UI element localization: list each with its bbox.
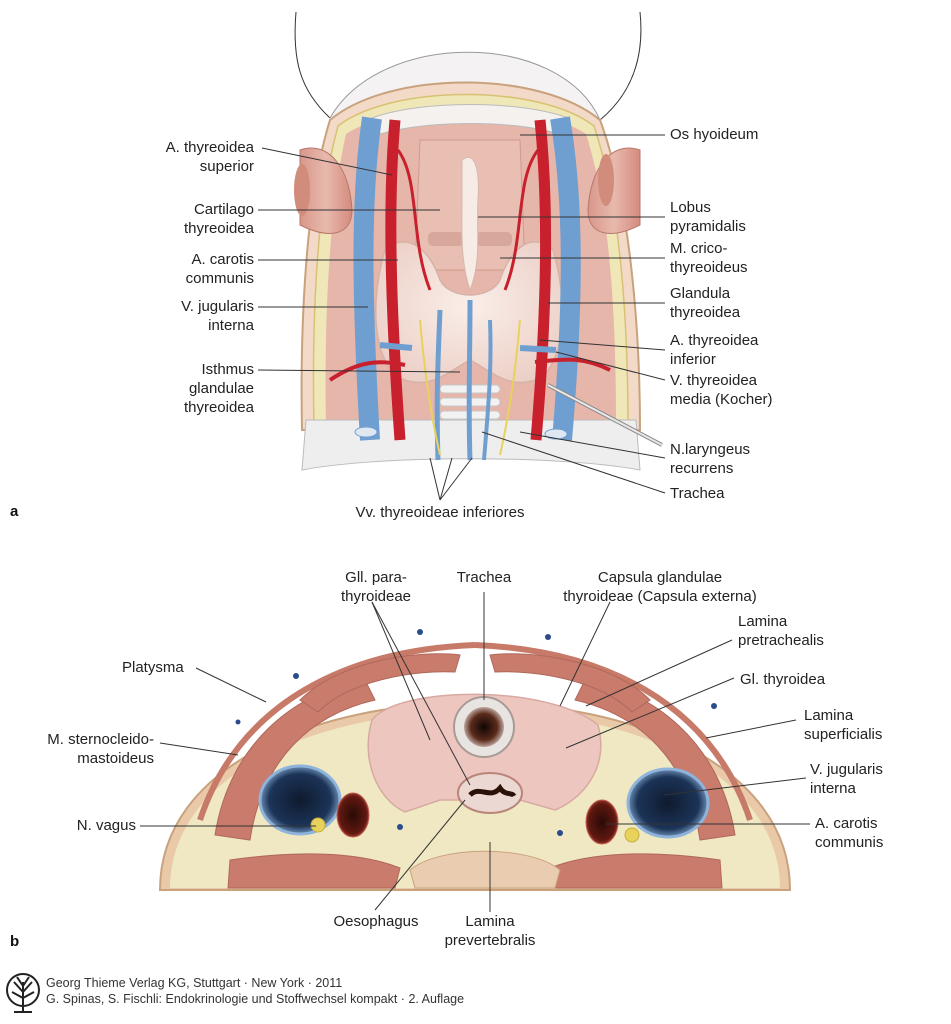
panel-a-labels-left: A. thyreoidea superior Cartilago thyreoide… xyxy=(166,139,255,416)
panel-a-letter: a xyxy=(10,503,19,520)
panel-b-letter: b xyxy=(10,933,19,950)
label-n-vagus: N. vagus xyxy=(77,817,136,834)
label-m-sternocleidomastoideus-1: M. sternocleido- xyxy=(47,731,154,748)
label-m-sternocleidomastoideus-2: mastoideus xyxy=(77,750,154,767)
label-cartilago-thyreoidea-2: thyreoidea xyxy=(184,220,255,237)
panel-b-labels-right: Lamina pretrachealis Gl. thyroidea Lamina… xyxy=(738,613,883,851)
panel-b-labels-left: Platysma M. sternocleido-mastoideus N. v… xyxy=(47,659,184,834)
label-a-thyreoidea-superior-2: superior xyxy=(200,158,254,175)
label-lamina-pretrachealis-2: pretrachealis xyxy=(738,632,824,649)
panel-b-labels-top: Gll. para-thyroideae Trachea Capsula gla… xyxy=(341,569,757,605)
label-n-laryngeus-recurrens-1: N.laryngeus xyxy=(670,441,750,458)
panel-b-labels-bottom: Oesophagus Lamina prevertebralis xyxy=(333,913,535,949)
svg-text:Gll. para-thyroideae: Gll. para-thyroideae xyxy=(341,569,411,605)
label-cartilago-thyreoidea-1: Cartilago xyxy=(194,201,254,218)
label-isthmus-3: thyreoidea xyxy=(184,399,255,416)
label-m-cricothyreoideus-1: M. crico- xyxy=(670,240,728,257)
label-v-thyreoidea-media-2: media (Kocher) xyxy=(670,391,773,408)
thieme-tree-logo xyxy=(6,973,40,1013)
label-lamina-prevertebralis-1: Lamina xyxy=(465,913,515,930)
label-capsula-1: Capsula glandulae xyxy=(598,569,722,586)
label-a-thyreoidea-inferior-2: inferior xyxy=(670,351,716,368)
label-v-jugularis-interna-b-1: V. jugularis xyxy=(810,761,883,778)
label-os-hyoideum: Os hyoideum xyxy=(670,126,758,143)
label-glandula-thyreoidea-1: Glandula xyxy=(670,285,731,302)
svg-text:M. sternocleido-mastoideus: M. sternocleido-mastoideus xyxy=(47,731,154,767)
label-trachea-b: Trachea xyxy=(457,569,512,586)
label-trachea-a: Trachea xyxy=(670,485,725,502)
label-a-carotis-communis-2: communis xyxy=(186,270,254,287)
panel-a-illustration xyxy=(294,11,663,471)
footer-line-2: G. Spinas, S. Fischli: Endokrinologie un… xyxy=(46,992,465,1006)
panel-a-labels-right: Os hyoideum Lobus pyramidalis M. crico-th… xyxy=(670,126,773,502)
label-glandula-thyreoidea-2: thyreoidea xyxy=(670,304,741,321)
label-lamina-pretrachealis-1: Lamina xyxy=(738,613,788,630)
label-lamina-prevertebralis-2: prevertebralis xyxy=(445,932,536,949)
svg-text:M. crico-thyreoideus: M. crico-thyreoideus xyxy=(670,240,748,276)
panel-a-leaders xyxy=(257,134,666,501)
label-a-carotis-communis-1: A. carotis xyxy=(191,251,254,268)
label-v-jugularis-interna-b-2: interna xyxy=(810,780,857,797)
label-lobus-pyramidalis-1: Lobus xyxy=(670,199,711,216)
label-gll-parathyroideae-2: thyroideae xyxy=(341,588,411,605)
label-a-thyreoidea-inferior-1: A. thyreoidea xyxy=(670,332,759,349)
label-lamina-superficialis-1: Lamina xyxy=(804,707,854,724)
panel-b-leaders xyxy=(140,592,810,912)
publisher-footer: Georg Thieme Verlag KG, Stuttgart · New … xyxy=(46,975,464,1007)
label-a-carotis-communis-b-1: A. carotis xyxy=(815,815,878,832)
footer-line-1: Georg Thieme Verlag KG, Stuttgart · New … xyxy=(46,976,343,990)
label-gll-parathyroideae-1: Gll. para- xyxy=(345,569,407,586)
label-n-laryngeus-recurrens-2: recurrens xyxy=(670,460,733,477)
label-v-jugularis-interna-2: interna xyxy=(208,317,255,334)
label-v-jugularis-interna-1: V. jugularis xyxy=(181,298,254,315)
label-a-thyreoidea-superior-1: A. thyreoidea xyxy=(166,139,255,156)
label-platysma: Platysma xyxy=(122,659,184,676)
label-oesophagus: Oesophagus xyxy=(333,913,418,930)
label-vv-thyreoideae-inferiores: Vv. thyreoideae inferiores xyxy=(356,504,525,521)
label-m-cricothyreoideus-2: thyreoideus xyxy=(670,259,748,276)
label-lobus-pyramidalis-2: pyramidalis xyxy=(670,218,746,235)
panel-b-illustration xyxy=(158,629,792,891)
label-isthmus-2: glandulae xyxy=(189,380,254,397)
label-a-carotis-communis-b-2: communis xyxy=(815,834,883,851)
label-gl-thyroidea: Gl. thyroidea xyxy=(740,671,826,688)
label-capsula-2: thyroideae (Capsula externa) xyxy=(563,588,756,605)
label-isthmus-1: Isthmus xyxy=(201,361,254,378)
label-v-thyreoidea-media-1: V. thyreoidea xyxy=(670,372,758,389)
label-lamina-superficialis-2: superficialis xyxy=(804,726,882,743)
